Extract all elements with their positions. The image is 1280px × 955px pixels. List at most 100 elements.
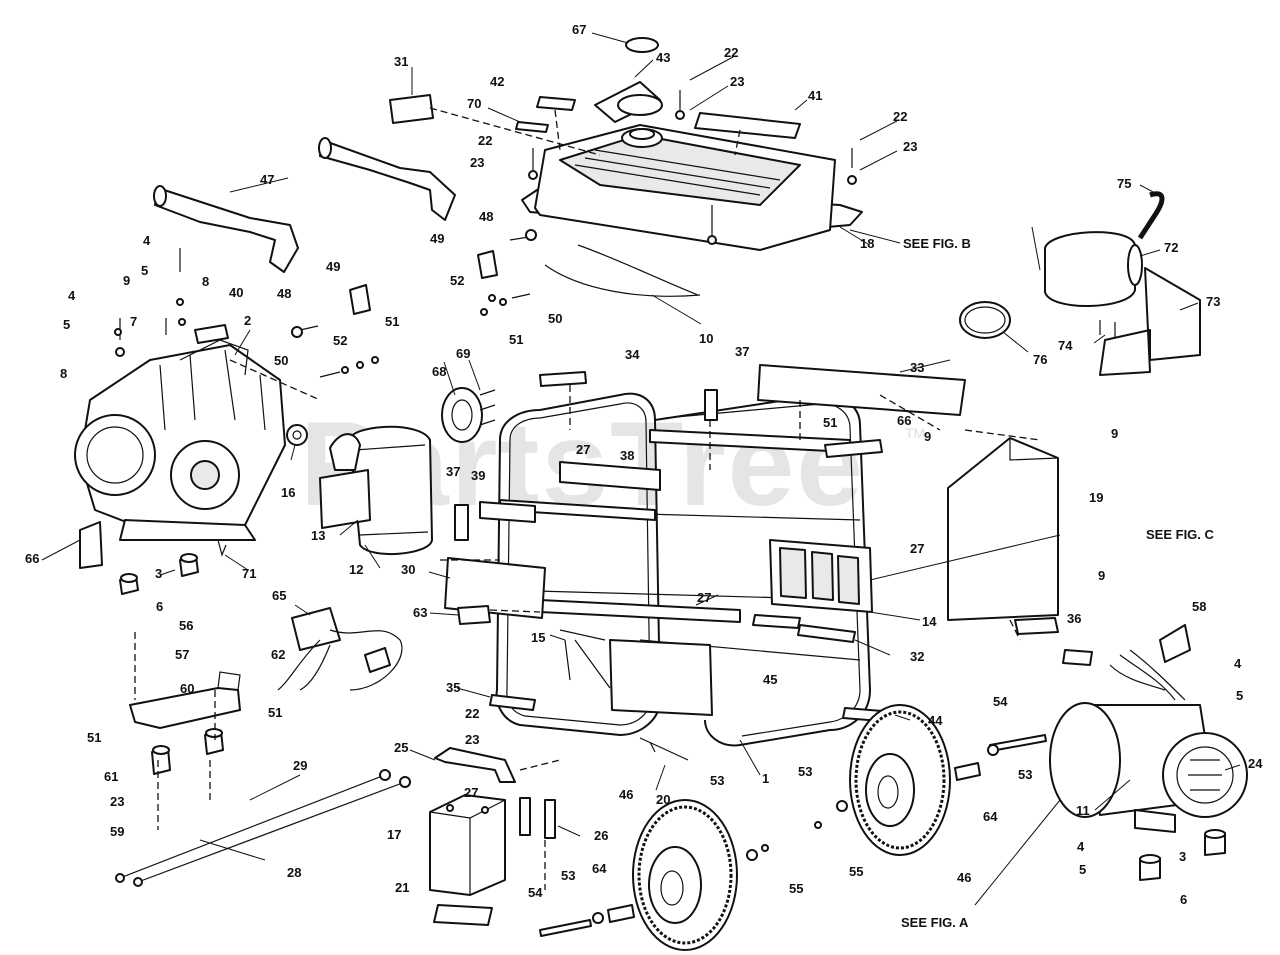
callout-37: 37 <box>446 464 460 479</box>
callout-53: 53 <box>710 773 724 788</box>
callout-64: 64 <box>592 861 607 876</box>
callout-15: 15 <box>531 630 545 645</box>
callout-21: 21 <box>395 880 409 895</box>
decal-39 <box>479 501 536 523</box>
decal-38 <box>559 461 661 491</box>
handle-right <box>318 137 456 221</box>
callout-46: 46 <box>619 787 633 802</box>
callout-4: 4 <box>68 288 76 303</box>
callout-45: 45 <box>763 672 777 687</box>
callout-26: 26 <box>594 828 608 843</box>
callout-3: 3 <box>1179 849 1186 864</box>
callout-4: 4 <box>143 233 151 248</box>
see-fig-b-label: SEE FIG. B <box>903 236 971 251</box>
screws-69 <box>479 389 496 426</box>
axles <box>539 734 1047 937</box>
callout-9: 9 <box>924 429 931 444</box>
callout-8: 8 <box>202 274 209 289</box>
callout-74: 74 <box>1058 338 1073 353</box>
callout-3: 3 <box>155 566 162 581</box>
battery-bracket-25 <box>434 747 516 783</box>
callout-59: 59 <box>110 824 124 839</box>
callout-10: 10 <box>699 331 713 346</box>
cover <box>947 437 1059 635</box>
engine-bolts <box>114 248 186 357</box>
alternator <box>1049 649 1248 833</box>
callout-22: 22 <box>478 133 492 148</box>
callout-58: 58 <box>1192 599 1206 614</box>
callout-52: 52 <box>333 333 347 348</box>
callout-16: 16 <box>281 485 295 500</box>
callout-28: 28 <box>287 865 301 880</box>
callout-54: 54 <box>993 694 1008 709</box>
spark-arrestor-68 <box>441 387 483 443</box>
cap-gasket-67 <box>625 37 659 53</box>
callout-27: 27 <box>576 442 590 457</box>
callout-22: 22 <box>724 45 738 60</box>
engine <box>74 339 286 541</box>
callout-64: 64 <box>983 809 998 824</box>
callout-48: 48 <box>277 286 291 301</box>
decal-35 <box>489 694 536 711</box>
callout-62: 62 <box>271 647 285 662</box>
decal-66-frame <box>824 439 883 458</box>
callout-71: 71 <box>242 566 256 581</box>
decal-31 <box>389 94 434 124</box>
decal-37a <box>704 389 718 421</box>
callout-34: 34 <box>625 347 640 362</box>
callout-40: 40 <box>229 285 243 300</box>
canister-72 <box>1044 231 1143 307</box>
callout-6: 6 <box>1180 892 1187 907</box>
callout-1: 1 <box>762 771 769 786</box>
callout-5: 5 <box>1079 862 1086 877</box>
figure-references: SEE FIG. B SEE FIG. C SEE FIG. A <box>901 236 1215 930</box>
callout-63: 63 <box>413 605 427 620</box>
callout-53: 53 <box>1018 767 1032 782</box>
callout-53: 53 <box>798 764 812 779</box>
control-panel <box>769 539 873 613</box>
callout-23: 23 <box>110 794 124 809</box>
callout-14: 14 <box>922 614 937 629</box>
tank-decal-42 <box>536 96 576 111</box>
watermark-trademark: TM <box>905 425 926 441</box>
callout-8: 8 <box>60 366 67 381</box>
callout-20: 20 <box>656 792 670 807</box>
callout-51: 51 <box>87 730 101 745</box>
callout-70: 70 <box>467 96 481 111</box>
callout-76: 76 <box>1033 352 1047 367</box>
callout-9: 9 <box>1111 426 1118 441</box>
decal-32 <box>797 624 856 643</box>
clip-20 <box>639 737 689 761</box>
callout-12: 12 <box>349 562 363 577</box>
spark-plug-71 <box>217 539 227 557</box>
decal-45 <box>752 614 801 629</box>
callout-69: 69 <box>456 346 470 361</box>
callout-22: 22 <box>465 706 479 721</box>
callout-19: 19 <box>1089 490 1103 505</box>
callout-23: 23 <box>730 74 744 89</box>
callout-38: 38 <box>620 448 634 463</box>
leader-lines <box>41 32 1241 906</box>
callout-27: 27 <box>910 541 924 556</box>
callout-50: 50 <box>548 311 562 326</box>
callout-25: 25 <box>394 740 408 755</box>
handle-left <box>153 185 299 273</box>
callout-23: 23 <box>465 732 479 747</box>
callout-61: 61 <box>104 769 118 784</box>
decal-33 <box>757 364 966 416</box>
callout-41: 41 <box>808 88 822 103</box>
callout-2: 2 <box>244 313 251 328</box>
callout-51: 51 <box>385 314 399 329</box>
battery-cables <box>115 769 411 887</box>
callout-66: 66 <box>25 551 39 566</box>
callout-66: 66 <box>897 413 911 428</box>
callout-65: 65 <box>272 588 286 603</box>
tag-66-left <box>79 521 103 569</box>
callout-51: 51 <box>823 415 837 430</box>
callout-46: 46 <box>957 870 971 885</box>
callout-55: 55 <box>849 864 863 879</box>
callout-27: 27 <box>697 590 711 605</box>
callout-47: 47 <box>260 172 274 187</box>
callout-9: 9 <box>123 273 130 288</box>
